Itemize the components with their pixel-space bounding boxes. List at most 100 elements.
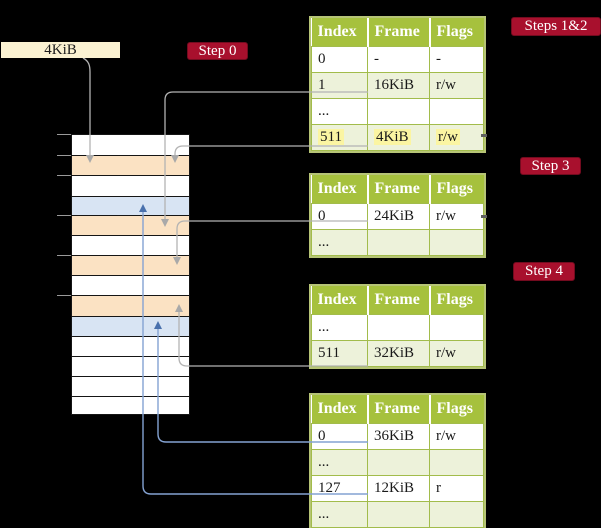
table-cell: 16KiB [367, 72, 430, 99]
table-cell: r/w [429, 124, 484, 151]
column-header-index: Index [311, 18, 369, 47]
column-header-frame: Frame [367, 18, 431, 47]
table-cell [367, 229, 430, 256]
table-cell: r/w [429, 340, 484, 367]
badge-step-3: Step 3 [520, 157, 581, 175]
table-row: 511 4KiB r/w [311, 124, 484, 151]
table-cell: 4KiB [367, 124, 430, 151]
table-cell: ... [311, 314, 368, 341]
virtual-memory-column [71, 134, 190, 415]
table-row: ... [311, 98, 484, 125]
table-cell: r/w [429, 423, 484, 450]
table-cell: - [429, 46, 484, 73]
column-header-frame: Frame [367, 286, 431, 315]
column-header-flags: Flags [429, 18, 484, 47]
table-cell [367, 98, 430, 125]
table-cell [429, 314, 484, 341]
table-cell: 32KiB [367, 340, 430, 367]
memory-tick-mark [57, 134, 71, 135]
table-cell: 1 [311, 72, 368, 99]
column-header-flags: Flags [429, 395, 484, 424]
table-cell: 0 [311, 423, 368, 450]
table-row: ... [311, 501, 484, 528]
column-header-index: Index [311, 175, 369, 204]
table-cell: 127 [311, 475, 368, 502]
table-row: 0-- [311, 46, 484, 73]
column-header-frame: Frame [367, 175, 431, 204]
column-header-frame: Frame [367, 395, 431, 424]
memory-row-white [72, 397, 189, 414]
table-cell: 511 [311, 340, 368, 367]
memory-row-orange [72, 296, 189, 317]
memory-row-blue [72, 317, 189, 337]
memory-row-orange [72, 216, 189, 236]
memory-row-white [72, 337, 189, 357]
badge-step-4: Step 4 [513, 262, 575, 281]
badge-step-0: Step 0 [187, 42, 248, 60]
table-cell: ... [311, 98, 368, 125]
highlighted-value: r/w [436, 129, 460, 145]
table-cell: r/w [429, 72, 484, 99]
table-cell: ... [311, 501, 368, 528]
table-cell: r/w [429, 203, 484, 230]
column-header-flags: Flags [429, 286, 484, 315]
memory-tick-mark [57, 295, 71, 296]
table-row: ... [311, 229, 484, 256]
column-header-flags: Flags [429, 175, 484, 204]
table2-row0-marker [481, 215, 487, 218]
offset-box-label: 4KiB [44, 42, 77, 58]
memory-row-blue [72, 197, 189, 216]
memory-row-white [72, 135, 189, 156]
memory-row-white [72, 377, 189, 397]
memory-tick-mark [57, 215, 71, 216]
table-cell: 0 [311, 203, 368, 230]
memory-tick-mark [57, 155, 71, 156]
memory-row-white [72, 236, 189, 256]
table-cell: 36KiB [367, 423, 430, 450]
table-cell: 511 [311, 124, 368, 151]
memory-row-white [72, 276, 189, 296]
table-cell [429, 501, 484, 528]
offset-box: 4KiB [1, 42, 120, 58]
table-row: ... [311, 314, 484, 341]
highlighted-value: 4KiB [374, 129, 411, 145]
highlighted-value: 511 [318, 129, 344, 145]
table-cell: - [367, 46, 430, 73]
table-cell: r [429, 475, 484, 502]
memory-row-orange [72, 156, 189, 176]
table-cell: 24KiB [367, 203, 430, 230]
table-cell: 12KiB [367, 475, 430, 502]
table-cell [429, 449, 484, 476]
badge-steps-1-2: Steps 1&2 [511, 17, 601, 36]
table-cell: ... [311, 449, 368, 476]
column-header-index: Index [311, 395, 369, 424]
memory-row-white [72, 357, 189, 377]
table-row: ... [311, 449, 484, 476]
memory-row-white [72, 176, 189, 197]
table-cell [367, 449, 430, 476]
table-cell: 0 [311, 46, 368, 73]
memory-tick-mark [57, 175, 71, 176]
memory-row-orange [72, 256, 189, 276]
column-header-index: Index [311, 286, 369, 315]
table1-row511-marker [481, 134, 487, 137]
table-cell [429, 229, 484, 256]
table-cell: ... [311, 229, 368, 256]
